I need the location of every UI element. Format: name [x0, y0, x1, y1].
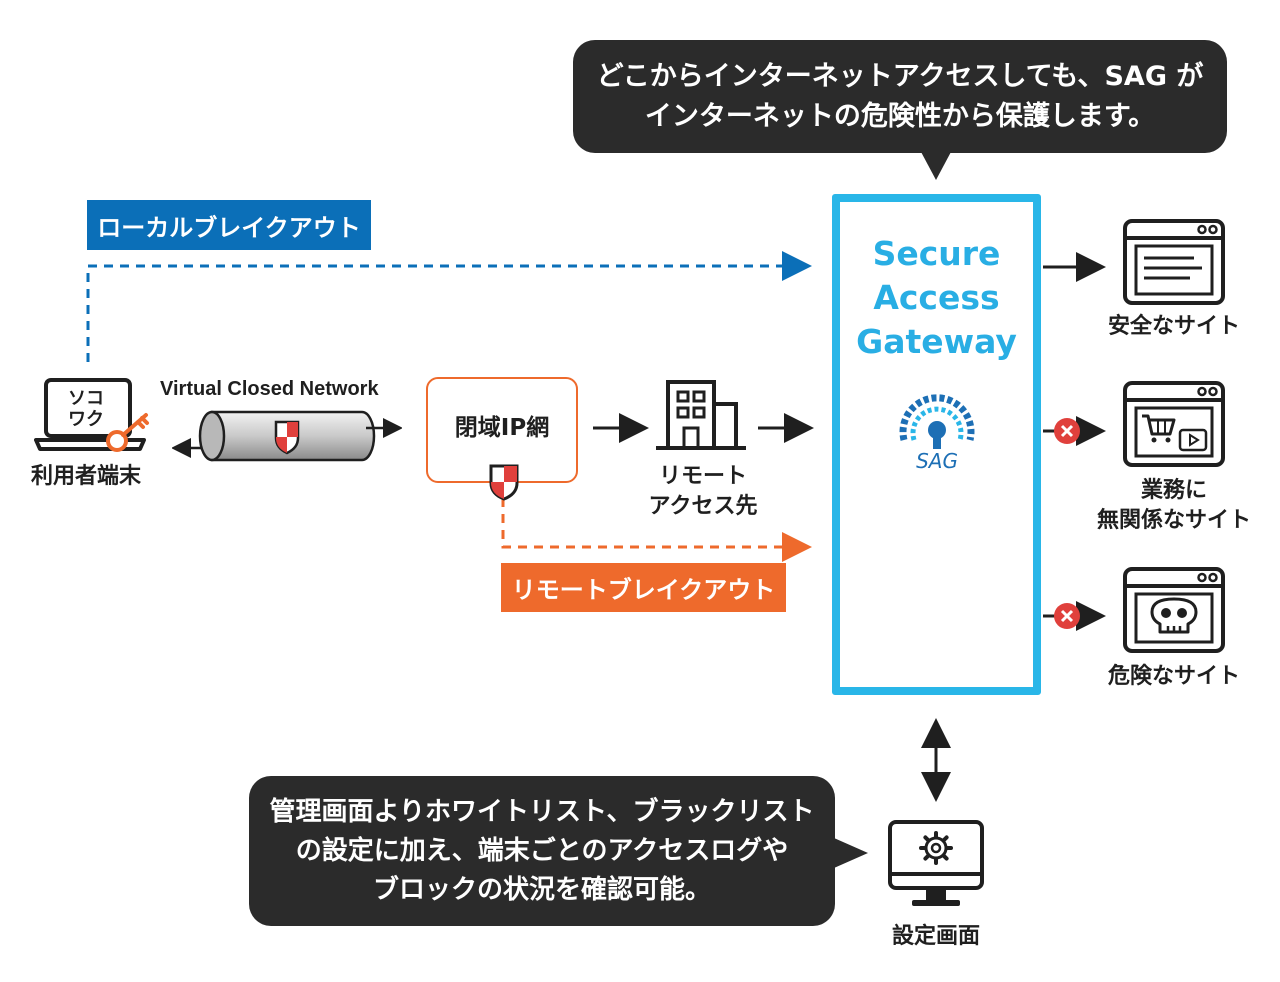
key-icon: [106, 413, 149, 452]
remote-breakout-label: リモートブレイクアウト: [511, 576, 776, 604]
browser-window-icon-unrelated: [1123, 381, 1225, 467]
building-icon: [656, 380, 746, 450]
cart-icon: [1142, 414, 1176, 443]
bottom-callout-line2: の設定に加え、端末ごとのアクセスログや: [295, 835, 789, 866]
gear-icon: [919, 831, 953, 865]
bottom-callout-line1: 管理画面よりホワイトリスト、ブラックリスト: [269, 796, 815, 827]
user-terminal-label: 利用者端末: [30, 464, 141, 489]
block-x-icon-dangerous: [1054, 603, 1080, 629]
admin-screen-label: 設定画面: [891, 924, 980, 949]
top-callout-line2: インターネットの危険性から保護します。: [644, 100, 1156, 132]
block-x-icon-unrelated: [1054, 418, 1080, 444]
tunnel-icon: [172, 410, 402, 462]
shield-icon-closed: [489, 464, 519, 501]
shield-icon-tunnel: [274, 420, 300, 455]
unrelated-site-label-line2: 無関係なサイト: [1096, 508, 1251, 533]
video-play-icon: [1178, 428, 1208, 452]
remote-breakout-line: [501, 498, 812, 562]
browser-window-icon-safe: [1123, 219, 1225, 305]
sag-logo-text: SAG: [916, 449, 958, 472]
remote-access-label-line1: リモート: [658, 464, 747, 489]
bottom-callout-pointer: [834, 838, 868, 868]
local-breakout-tag: ローカルブレイクアウト: [87, 200, 371, 250]
gateway-title-line2: Access: [873, 278, 1000, 317]
unrelated-site-label-line1: 業務に: [1140, 478, 1207, 503]
top-callout-pointer: [920, 150, 952, 180]
secure-access-gateway-box: Secure Access Gateway SAG: [832, 194, 1041, 695]
remote-breakout-tag: リモートブレイクアウト: [501, 563, 786, 612]
laptop-logo-line1: ソコ: [68, 388, 104, 409]
gateway-title: Secure Access Gateway: [840, 232, 1033, 364]
local-breakout-label: ローカルブレイクアウト: [97, 213, 361, 242]
admin-monitor-icon: [888, 820, 984, 906]
top-callout: どこからインターネットアクセスしても、SAG が インターネットの危険性から保護…: [573, 40, 1227, 153]
bottom-callout: 管理画面よりホワイトリスト、ブラックリスト の設定に加え、端末ごとのアクセスログ…: [249, 776, 835, 926]
sag-logo-icon: SAG: [899, 394, 975, 472]
closed-ip-network-label: 閉域IP網: [454, 415, 550, 441]
safe-site-label: 安全なサイト: [1107, 314, 1240, 339]
top-callout-line1: どこからインターネットアクセスしても、SAG が: [596, 60, 1204, 92]
gateway-title-line1: Secure: [872, 234, 1001, 273]
browser-window-icon-dangerous: [1123, 567, 1225, 653]
laptop-icon: ソコ ワク: [34, 378, 146, 451]
bottom-callout-line3: ブロックの状況を確認可能。: [372, 874, 711, 905]
unrelated-site-label: 業務に 無関係なサイト: [1084, 476, 1264, 536]
local-breakout-line: [86, 251, 812, 362]
skull-icon: [1150, 597, 1198, 634]
gateway-title-line3: Gateway: [856, 322, 1017, 361]
laptop-logo-line2: ワク: [68, 409, 104, 430]
remote-access-label-line2: アクセス先: [648, 494, 758, 519]
remote-access-label: リモート アクセス先: [630, 462, 776, 522]
dangerous-site-label: 危険なサイト: [1107, 664, 1240, 689]
vcn-label: Virtual Closed Network: [160, 378, 379, 400]
